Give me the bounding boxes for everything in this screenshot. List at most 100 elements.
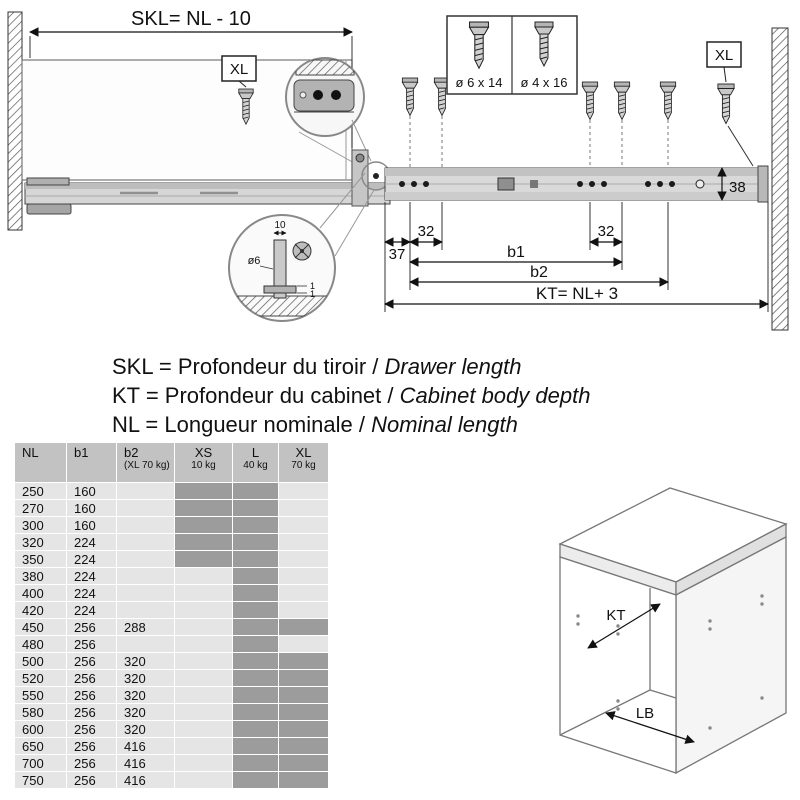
cell-b1: 256 — [66, 635, 117, 653]
cell-l-available — [232, 618, 279, 636]
dimension-chains: 37 32 32 b1 b2 KT= NL+ 3 — [384, 202, 769, 312]
cell-b1: 256 — [66, 720, 117, 738]
dim-b2-label: b2 — [530, 264, 548, 281]
cell-xl-unavailable — [278, 584, 329, 602]
dim-38-label: 38 — [729, 179, 746, 196]
legend-nl-english: Nominal length — [371, 412, 518, 437]
cell-l-available — [232, 686, 279, 704]
cell-xs-unavailable — [174, 567, 233, 585]
cell-xs-unavailable — [174, 618, 233, 636]
cell-b2: 416 — [116, 771, 175, 789]
cell-b1: 224 — [66, 601, 117, 619]
cell-xs-available — [174, 550, 233, 568]
cell-b2 — [116, 584, 175, 602]
slide-rail-top-view — [384, 165, 769, 203]
cell-b2: 320 — [116, 652, 175, 670]
cell-b2 — [116, 635, 175, 653]
cell-xs-available — [174, 482, 233, 500]
cell-xs-available — [174, 499, 233, 517]
cell-b1: 256 — [66, 669, 117, 687]
cell-b2 — [116, 567, 175, 585]
cell-b2 — [116, 601, 175, 619]
legend-skl-text: SKL = Profondeur du tiroir / — [112, 354, 385, 379]
cell-b2: 320 — [116, 669, 175, 687]
cell-b1: 256 — [66, 703, 117, 721]
cell-l-available — [232, 533, 279, 551]
cell-xl-available — [278, 737, 329, 755]
cell-l-available — [232, 601, 279, 619]
cell-xl-unavailable — [278, 482, 329, 500]
dim-kt-label: KT= NL+ 3 — [536, 284, 618, 303]
xl-callout-right: XL — [706, 41, 742, 83]
cell-b1: 224 — [66, 533, 117, 551]
cell-nl: 500 — [14, 652, 67, 670]
cell-l-available — [232, 499, 279, 517]
cell-xs-unavailable — [174, 737, 233, 755]
xl-right-label: XL — [715, 47, 733, 64]
legend-nl-text: NL = Longueur nominale / — [112, 412, 372, 437]
dim-32-right-label: 32 — [598, 223, 615, 240]
cell-l-available — [232, 652, 279, 670]
cell-nl: 420 — [14, 601, 67, 619]
cabinet-lb-label: LB — [636, 705, 654, 722]
cabinet-dimensions: KT LB — [587, 603, 695, 744]
wall-right — [771, 27, 789, 331]
cell-b1: 224 — [66, 550, 117, 568]
cell-nl: 700 — [14, 754, 67, 772]
cell-xs-available — [174, 516, 233, 534]
cell-nl: 480 — [14, 635, 67, 653]
xl-left-label: XL — [230, 61, 248, 78]
cell-nl: 380 — [14, 567, 67, 585]
cell-xs-unavailable — [174, 669, 233, 687]
skl-dimension-label: SKL= NL - 10 — [131, 8, 251, 30]
cell-b1: 256 — [66, 737, 117, 755]
cell-l-available — [232, 771, 279, 789]
cell-xs-unavailable — [174, 686, 233, 704]
cell-l-available — [232, 584, 279, 602]
cell-b1: 224 — [66, 567, 117, 585]
cell-xs-unavailable — [174, 584, 233, 602]
cell-nl: 520 — [14, 669, 67, 687]
xl-callout-left: XL — [221, 55, 257, 88]
cell-l-available — [232, 703, 279, 721]
cell-xl-available — [278, 771, 329, 789]
cell-xl-available — [278, 754, 329, 772]
cell-xs-unavailable — [174, 771, 233, 789]
cell-b1: 256 — [66, 754, 117, 772]
cell-nl: 580 — [14, 703, 67, 721]
header-b2: b2(XL 70 kg) — [116, 442, 175, 483]
cell-nl: 250 — [14, 482, 67, 500]
detail-dim-1a-label: 1 — [310, 281, 315, 291]
cell-b2: 416 — [116, 737, 175, 755]
cell-nl: 270 — [14, 499, 67, 517]
cell-b2: 320 — [116, 686, 175, 704]
legend: SKL = Profondeur du tiroir / Drawer leng… — [112, 352, 732, 439]
cabinet-body — [558, 487, 788, 775]
legend-kt-english: Cabinet body depth — [399, 383, 591, 408]
dim-38: 38 — [717, 167, 746, 201]
cell-xl-available — [278, 686, 329, 704]
cell-nl: 350 — [14, 550, 67, 568]
cell-xl-available — [278, 652, 329, 670]
detail-dim-10-label: 10 — [274, 220, 286, 231]
header-nl: NL — [14, 442, 67, 483]
legend-line-nl: NL = Longueur nominale / Nominal length — [112, 410, 732, 439]
detail-dim-1b-label: 1 — [310, 289, 315, 299]
cell-b1: 256 — [66, 686, 117, 704]
wall-left — [7, 11, 23, 231]
cell-b2 — [116, 482, 175, 500]
legend-skl-english: Drawer length — [384, 354, 522, 379]
cell-b1: 256 — [66, 652, 117, 670]
